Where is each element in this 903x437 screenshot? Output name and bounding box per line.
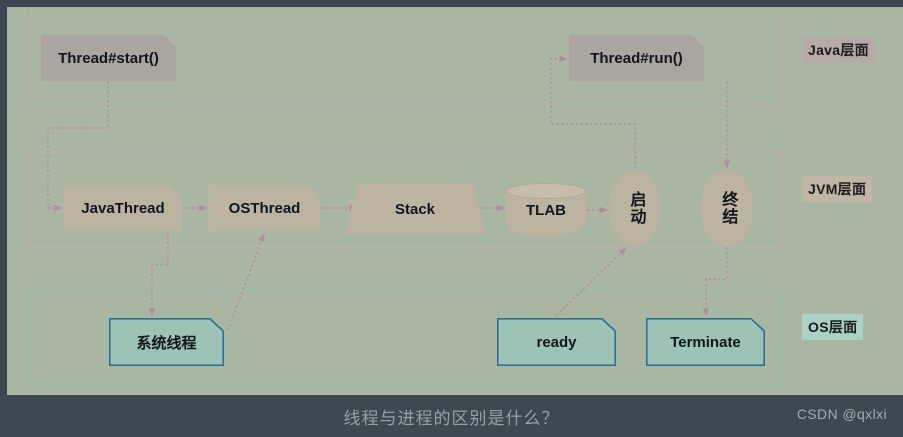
- layer-container-java: [31, 13, 783, 108]
- node-thread-run[interactable]: Thread#run(): [569, 35, 704, 81]
- layer-container-os: [31, 290, 783, 385]
- layer-badge-jvm: JVM层面: [802, 176, 873, 202]
- node-terminate-label: Terminate: [670, 333, 741, 351]
- node-qidong-label: 启动: [627, 191, 645, 225]
- caption-bar: 线程与进程的区别是什么？ CSDN @qxlxi: [0, 395, 903, 437]
- node-tlab[interactable]: TLAB: [506, 183, 586, 237]
- node-stack[interactable]: Stack: [345, 184, 485, 234]
- cylinder-top-shape: [506, 183, 586, 199]
- node-zhongjie-label: 终结: [719, 191, 737, 225]
- node-javathread[interactable]: JavaThread: [64, 185, 182, 231]
- node-osthread[interactable]: OSThread: [209, 185, 320, 231]
- node-qidong[interactable]: 启动: [609, 170, 661, 246]
- note-shape-outline: [497, 318, 616, 366]
- node-ready-label: ready: [536, 333, 577, 351]
- caption-title: 线程与进程的区别是什么？: [343, 408, 560, 428]
- node-ready[interactable]: ready: [497, 318, 616, 366]
- layer-badge-java: Java层面: [802, 37, 875, 63]
- node-thread-start-label: Thread#start(): [58, 49, 159, 67]
- left-edge-strip: [0, 0, 7, 437]
- note-shape-outline: [109, 318, 224, 366]
- node-thread-run-label: Thread#run(): [590, 49, 683, 67]
- layer-badge-os: OS层面: [802, 314, 864, 340]
- node-system-thread-label: 系统线程: [136, 334, 197, 352]
- node-stack-label: Stack: [394, 200, 436, 218]
- node-javathread-label: JavaThread: [81, 199, 165, 217]
- layer-container-jvm: [31, 152, 783, 247]
- node-zhongjie[interactable]: 终结: [701, 170, 753, 246]
- node-osthread-label: OSThread: [228, 199, 301, 217]
- node-tlab-label: TLAB: [526, 201, 566, 219]
- node-terminate[interactable]: Terminate: [646, 318, 765, 366]
- top-edge-strip: [0, 0, 903, 7]
- node-thread-start[interactable]: Thread#start(): [41, 35, 176, 81]
- node-system-thread[interactable]: 系统线程: [109, 318, 224, 366]
- watermark-label: CSDN @qxlxi: [796, 406, 887, 422]
- note-shape-outline: [646, 318, 765, 366]
